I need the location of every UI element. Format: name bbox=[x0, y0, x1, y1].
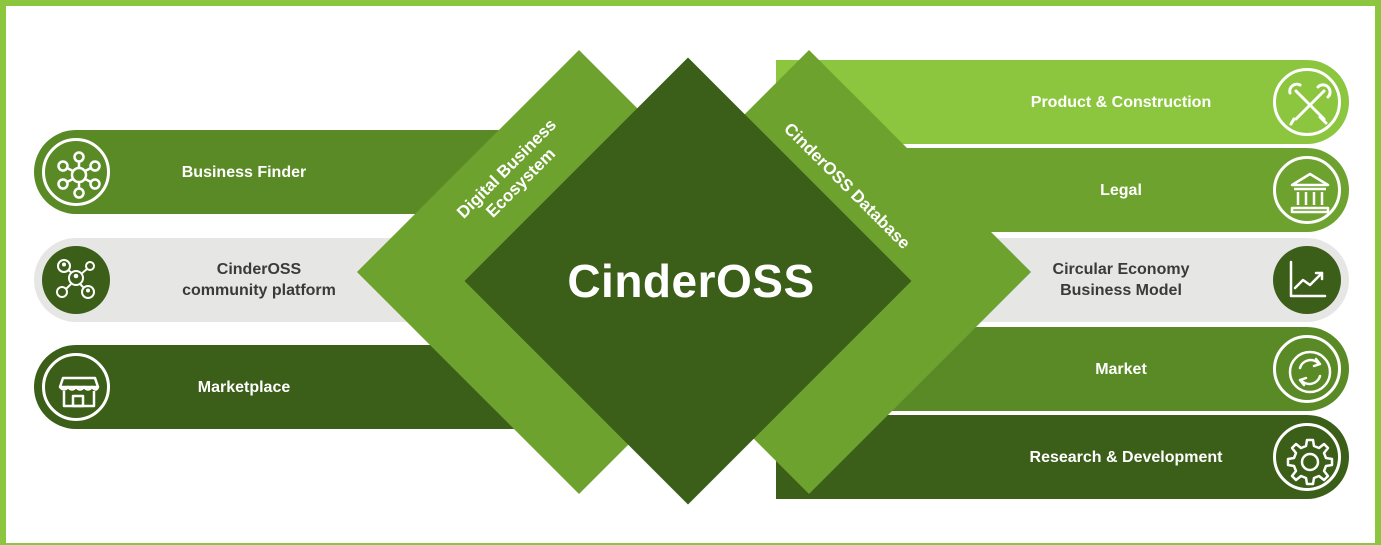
community-platform-label-line1: CinderOSS bbox=[216, 261, 302, 278]
gear-icon bbox=[1286, 438, 1334, 486]
research-development-icon-badge bbox=[1273, 423, 1341, 491]
research-development-label: Research & Development bbox=[1029, 448, 1223, 466]
recycle-arrows-icon bbox=[1288, 350, 1332, 394]
marketplace-label: Marketplace bbox=[197, 378, 291, 396]
research-development-bar: Research & Development bbox=[776, 415, 1349, 499]
business-finder-icon-badge bbox=[42, 138, 110, 206]
network-hub-icon bbox=[57, 151, 101, 199]
community-platform-label-line2: community platform bbox=[182, 282, 336, 299]
product-construction-bar: Product & Construction bbox=[776, 60, 1349, 144]
circular-economy-label-line1: Circular Economy bbox=[1052, 261, 1190, 278]
circular-economy-label: Circular Economy Business Model bbox=[996, 238, 1246, 322]
market-label: Market bbox=[1095, 361, 1147, 378]
community-platform-icon-badge bbox=[42, 246, 110, 314]
courthouse-icon bbox=[1290, 172, 1330, 214]
legal-icon-badge bbox=[1273, 156, 1341, 224]
business-finder-label: Business Finder bbox=[181, 163, 307, 181]
product-construction-label: Product & Construction bbox=[1030, 94, 1212, 111]
marketplace-icon-badge bbox=[42, 353, 110, 421]
community-platform-label: CinderOSS community platform bbox=[144, 238, 374, 322]
business-finder-bar: Business Finder bbox=[34, 130, 534, 214]
storefront-icon bbox=[58, 376, 100, 408]
circular-economy-icon-badge bbox=[1273, 246, 1341, 314]
center-title: CinderOSS bbox=[567, 255, 815, 307]
community-people-icon bbox=[56, 259, 95, 299]
tools-icon bbox=[1288, 82, 1332, 126]
product-construction-icon-badge bbox=[1273, 68, 1341, 136]
legal-label: Legal bbox=[1100, 181, 1142, 199]
circular-economy-label-line2: Business Model bbox=[1060, 282, 1182, 299]
market-icon-badge bbox=[1273, 335, 1341, 403]
growth-chart-icon bbox=[1289, 260, 1327, 298]
